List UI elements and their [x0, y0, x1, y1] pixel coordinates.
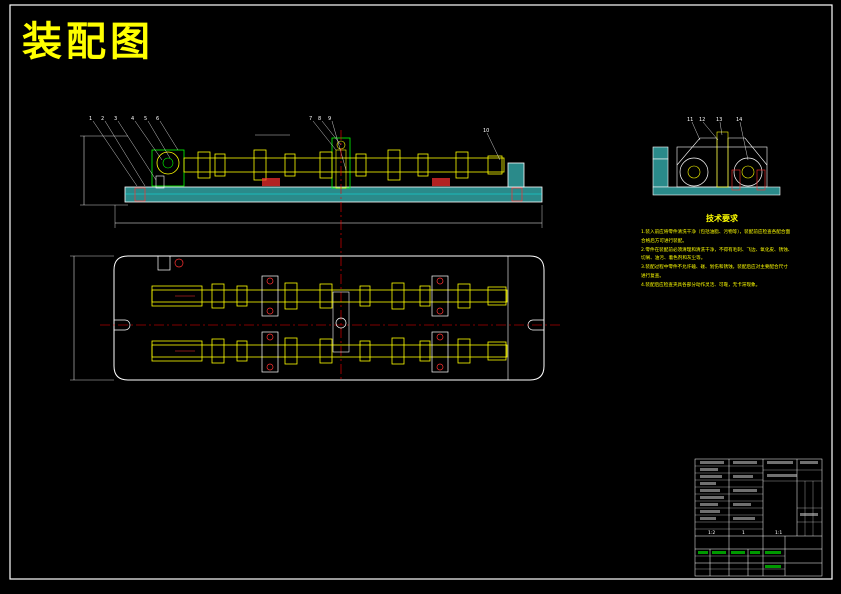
scale-value-1: 1:2: [708, 530, 715, 536]
balloon-12: 12: [699, 117, 705, 123]
tech-requirement-item: 进行复查。: [641, 273, 664, 279]
balloon-3: 3: [114, 116, 117, 122]
balloon-5: 5: [144, 116, 147, 122]
v-block-supports: [261, 275, 449, 373]
balloon-6: 6: [156, 116, 159, 122]
tech-requirements-title: 技术要求: [706, 214, 738, 223]
front-view: 1 2 3 4 5 6 7 8 9 10: [80, 116, 543, 228]
tech-requirement-item: 2.零件在装配前必须清理和清洗干净，不得有毛刺、飞边、氧化皮、锈蚀、: [641, 247, 793, 253]
right-end-block: [507, 162, 525, 188]
balloon-11: 11: [687, 117, 693, 123]
balloon-13: 13: [716, 117, 722, 123]
top-plate-outline: [113, 255, 545, 381]
side-view: 11 12 13 14: [652, 117, 781, 196]
tech-requirement-item: 1.装入前应将零件清洗干净（包括油脂、污物等），装配前应检查各配合面: [641, 230, 791, 235]
tech-requirement-item: 4.装配后应检查夹具各部分动作灵活、可靠，无卡滞现象。: [641, 282, 761, 288]
drawing-border: [9, 4, 833, 580]
top-view: [70, 255, 560, 381]
balloon-2: 2: [101, 116, 104, 122]
balloon-10: 10: [483, 128, 489, 134]
balloon-9: 9: [328, 116, 331, 122]
tech-requirement-item: 3.装配过程中零件不允许磕、碰、划伤和锈蚀，装配后应对主要配合尺寸: [641, 265, 788, 271]
balloon-7: 7: [309, 116, 312, 122]
balloon-4: 4: [131, 116, 134, 122]
side-base: [652, 186, 781, 196]
camshaft-top-2: [151, 337, 508, 365]
camshaft-top-1: [151, 282, 508, 310]
balloon-14: 14: [736, 117, 742, 123]
balloon-8: 8: [318, 116, 321, 122]
camshaft-front: [183, 149, 505, 181]
scale-value-3: 1:1: [775, 530, 782, 536]
scale-value-2: 1: [742, 530, 745, 536]
drawing-title: 装配图: [22, 19, 154, 65]
balloon-1: 1: [89, 116, 92, 122]
tech-requirements-list: 1.装入前应将零件清洗干净（包括油脂、污物等），装配前应检查各配合面 合格后方可…: [641, 229, 811, 291]
tech-requirement-item: 合格后方可进行装配。: [641, 238, 687, 244]
base-plate: [124, 186, 543, 203]
tech-requirement-item: 切屑、油污、着色剂和灰尘等。: [641, 256, 706, 262]
